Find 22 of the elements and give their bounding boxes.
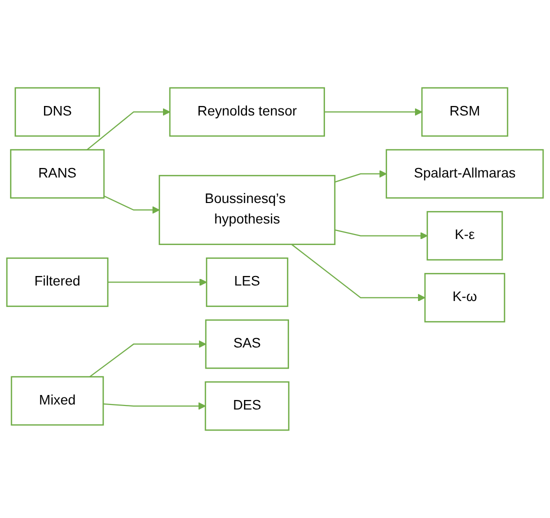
arrow — [324, 108, 422, 116]
arrow — [108, 278, 207, 286]
arrow — [89, 340, 206, 378]
node-box: Mixed — [10, 376, 104, 426]
arrow — [103, 402, 206, 410]
arrow — [104, 195, 160, 214]
arrow — [291, 244, 426, 302]
node-box: RSM — [421, 87, 508, 137]
arrow — [86, 108, 170, 150]
arrow — [334, 170, 387, 183]
node-box: LES — [206, 257, 288, 307]
node-box: RANS — [10, 149, 105, 199]
node-box: K-ω — [424, 272, 506, 322]
node-box: Spalart-Allmaras — [386, 149, 544, 199]
node-box: Reynolds tensor — [169, 87, 325, 137]
node-box: Filtered — [6, 257, 108, 307]
node-box: DES — [204, 381, 290, 431]
node-box: Boussinesq’s hypothesis — [158, 174, 336, 246]
arrow — [334, 229, 428, 240]
node-box: K-ε — [426, 211, 503, 260]
node-box: SAS — [205, 319, 290, 369]
node-box: DNS — [14, 87, 100, 137]
